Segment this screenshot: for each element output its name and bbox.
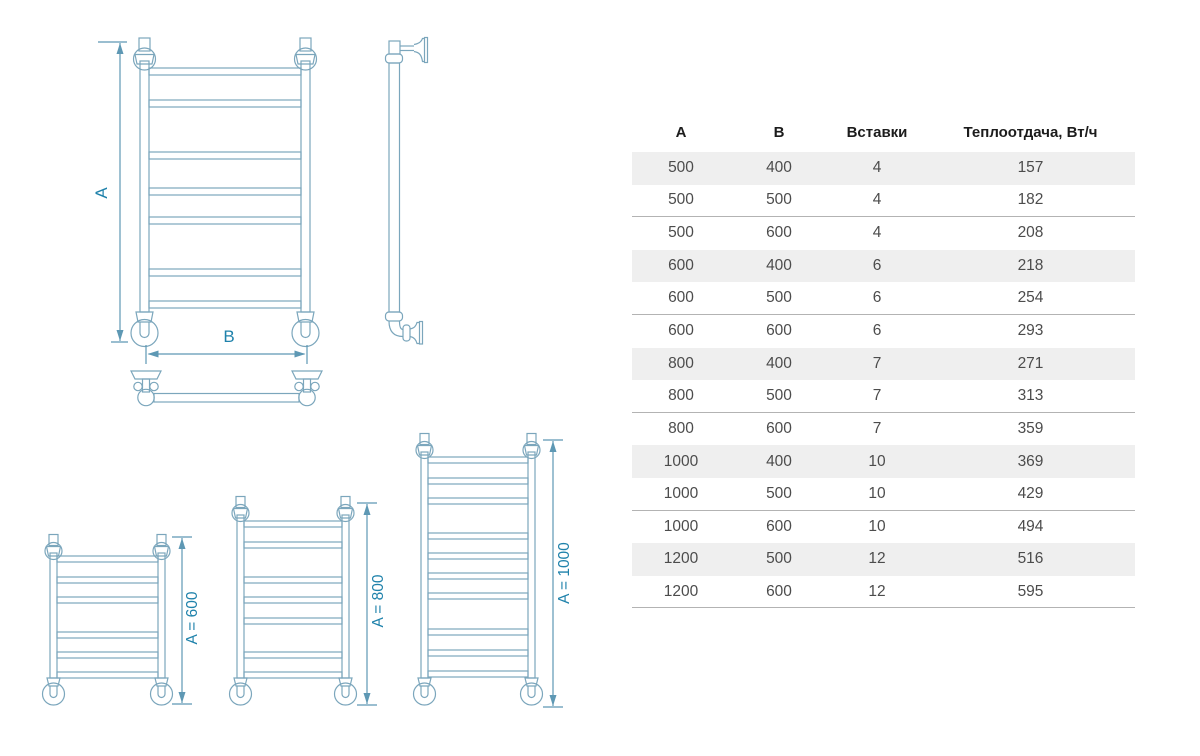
dim-label-a1000: A = 1000 xyxy=(556,542,573,604)
table-cell: 182 xyxy=(1017,191,1044,209)
table-cell: 595 xyxy=(1017,582,1044,600)
table-cell: 400 xyxy=(766,257,792,275)
variant-1000-drawing xyxy=(412,432,544,706)
table-cell: 600 xyxy=(766,420,792,438)
front-view-drawing xyxy=(130,37,320,348)
table-cell: 500 xyxy=(766,386,792,404)
table-cell: 12 xyxy=(868,550,886,568)
table-cell: 600 xyxy=(668,289,694,307)
table-row: 500 500 4 182 xyxy=(632,185,1135,218)
table-cell: 800 xyxy=(668,386,694,404)
table-cell: 500 xyxy=(668,159,694,177)
table-row: 500 400 4 157 xyxy=(632,152,1135,185)
table-cell: 500 xyxy=(766,550,792,568)
table-row: 1000 500 10 429 xyxy=(632,478,1135,511)
table-cell: 7 xyxy=(872,420,882,438)
table-cell: 500 xyxy=(766,484,792,502)
col-header-inserts: Вставки xyxy=(846,124,908,141)
dim-label-a600: A = 600 xyxy=(184,591,201,644)
table-cell: 600 xyxy=(668,257,694,275)
table-cell: 218 xyxy=(1017,257,1044,275)
table-cell: 6 xyxy=(872,257,882,275)
table-cell: 254 xyxy=(1017,289,1044,307)
table-row: 600 600 6 293 xyxy=(632,315,1135,348)
table-cell: 10 xyxy=(868,484,886,502)
table-cell: 600 xyxy=(766,322,792,340)
table-cell: 10 xyxy=(868,517,886,535)
table-cell: 359 xyxy=(1017,420,1044,438)
table-row: 1200 600 12 595 xyxy=(632,576,1135,609)
table-header-row: А В Вставки Теплоотдача, Вт/ч xyxy=(632,113,1135,152)
table-cell: 4 xyxy=(872,191,882,209)
table-cell: 313 xyxy=(1017,386,1044,404)
side-view-drawing xyxy=(384,36,429,345)
table-cell: 600 xyxy=(766,517,792,535)
table-cell: 600 xyxy=(766,224,792,242)
table-cell: 500 xyxy=(668,191,694,209)
table-row: 600 400 6 218 xyxy=(632,249,1135,283)
table-cell: 10 xyxy=(868,452,886,470)
table-cell: 1000 xyxy=(663,517,699,535)
table-cell: 369 xyxy=(1017,452,1044,470)
table-cell: 157 xyxy=(1017,159,1044,177)
table-cell: 1200 xyxy=(663,582,699,600)
table-cell: 500 xyxy=(668,224,694,242)
table-cell: 400 xyxy=(766,452,792,470)
table-cell: 208 xyxy=(1017,224,1044,242)
table-row: 800 600 7 359 xyxy=(632,413,1135,446)
table-cell: 800 xyxy=(668,354,694,372)
table-cell: 1200 xyxy=(663,550,699,568)
table-cell: 12 xyxy=(868,582,886,600)
table-cell: 600 xyxy=(668,322,694,340)
table-cell: 400 xyxy=(766,159,792,177)
dim-label-a: A xyxy=(92,187,111,199)
col-header-a: А xyxy=(675,124,687,141)
table-cell: 271 xyxy=(1017,354,1044,372)
table-cell: 600 xyxy=(766,582,792,600)
table-row: 1200 500 12 516 xyxy=(632,543,1135,576)
spec-table: А В Вставки Теплоотдача, Вт/ч 500 400 4 157… xyxy=(632,113,1135,609)
top-view-bracket-drawing xyxy=(130,370,323,407)
technical-drawings: A B A = 600 A = 800 A = 1000 xyxy=(41,36,573,708)
table-cell: 400 xyxy=(766,354,792,372)
dimension-lines xyxy=(98,41,563,708)
dim-label-a800: A = 800 xyxy=(370,574,387,627)
dim-label-b: B xyxy=(223,327,234,346)
col-header-b: В xyxy=(773,124,785,141)
col-header-heat: Теплоотдача, Вт/ч xyxy=(963,124,1098,141)
table-cell: 6 xyxy=(872,289,882,307)
table-row: 800 500 7 313 xyxy=(632,380,1135,413)
table-cell: 4 xyxy=(872,224,882,242)
table-row: 1000 600 10 494 xyxy=(632,511,1135,544)
table-row: 600 500 6 254 xyxy=(632,282,1135,315)
table-cell: 6 xyxy=(872,322,882,340)
table-cell: 429 xyxy=(1017,484,1044,502)
table-cell: 516 xyxy=(1017,550,1044,568)
table-row: 500 600 4 208 xyxy=(632,217,1135,250)
table-cell: 800 xyxy=(668,420,694,438)
table-cell: 4 xyxy=(872,159,882,177)
table-cell: 7 xyxy=(872,354,882,372)
table-cell: 500 xyxy=(766,191,792,209)
variant-600-drawing xyxy=(41,533,174,706)
table-cell: 494 xyxy=(1017,517,1044,535)
variant-800-drawing xyxy=(228,495,358,706)
table-cell: 1000 xyxy=(663,452,699,470)
table-cell: 7 xyxy=(872,386,882,404)
table-row: 800 400 7 271 xyxy=(632,347,1135,381)
table-cell: 1000 xyxy=(663,484,699,502)
table-cell: 500 xyxy=(766,289,792,307)
table-row: 1000 400 10 369 xyxy=(632,445,1135,478)
table-cell: 293 xyxy=(1017,322,1044,340)
table-body: 500 400 4 157 500 500 4 182 500 600 4 208 600 400 6 218… xyxy=(632,152,1135,609)
